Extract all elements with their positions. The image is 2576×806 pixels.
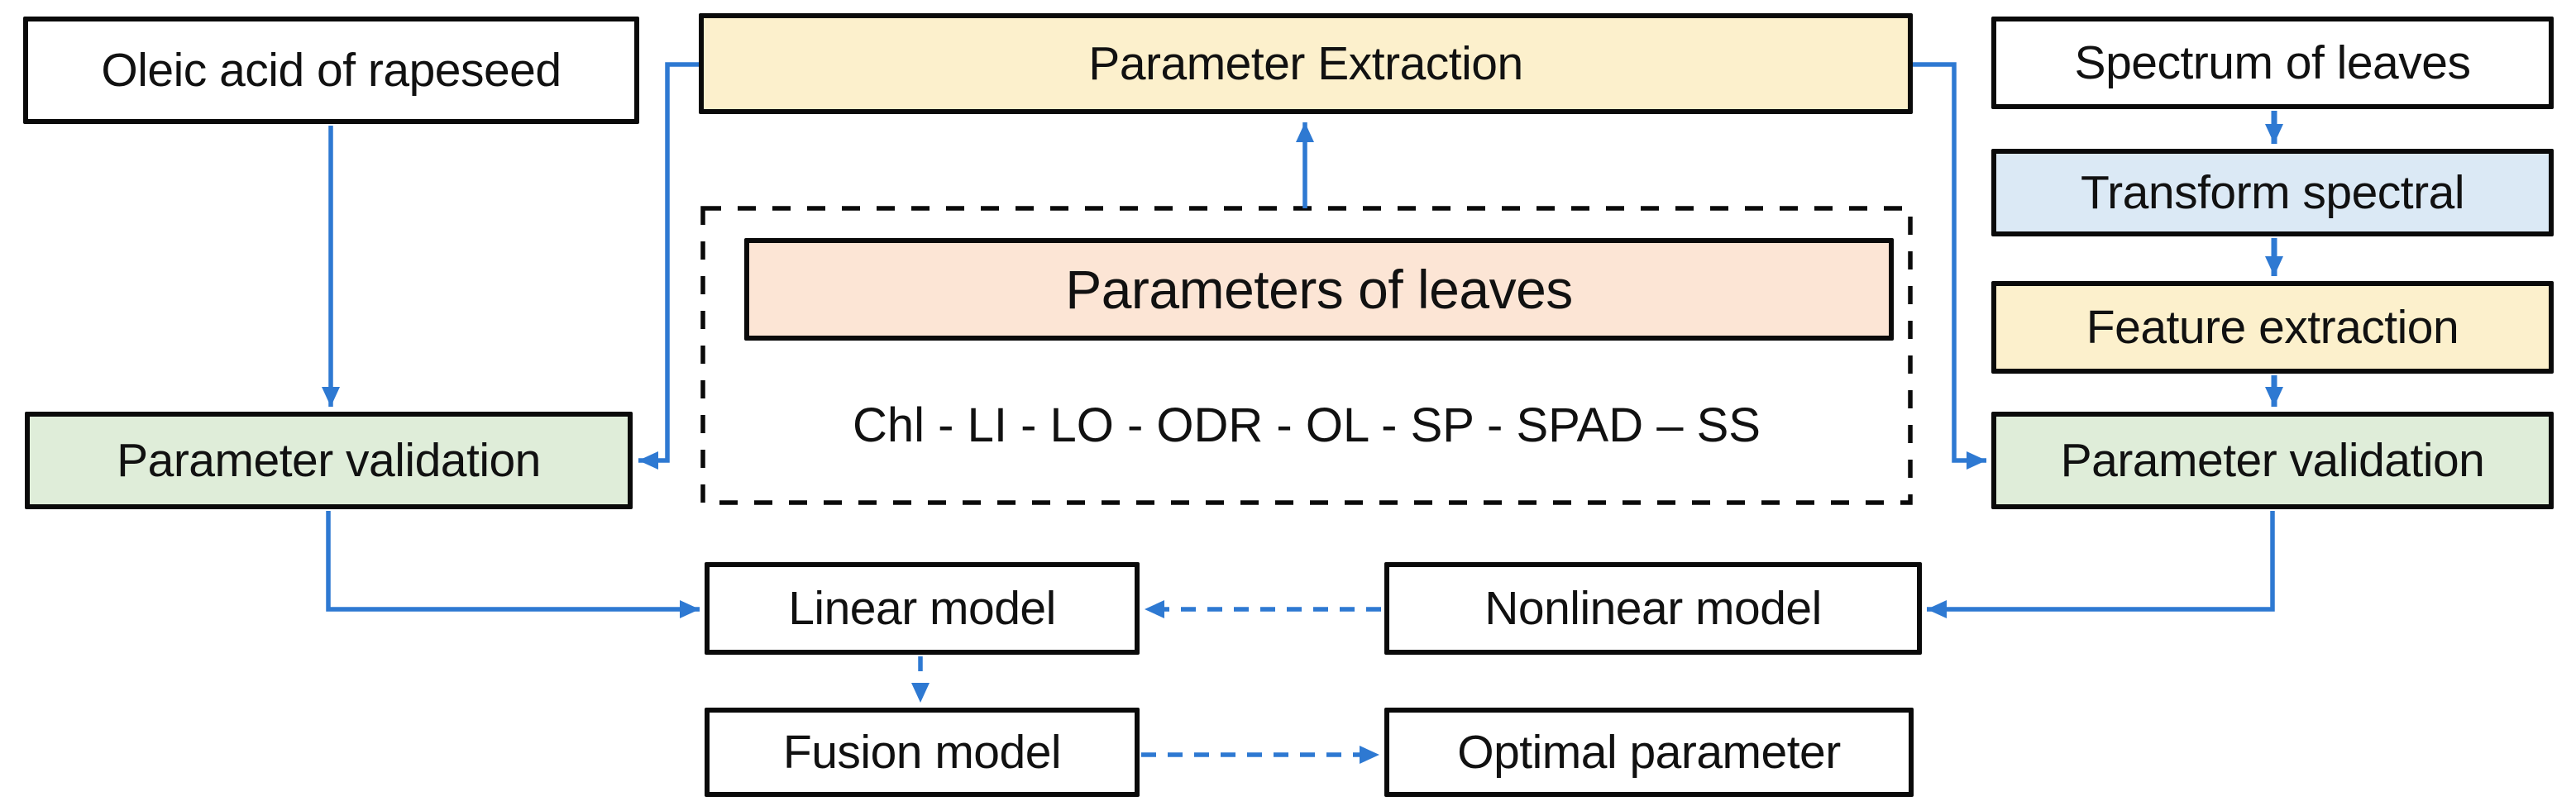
feature-extraction-box: Feature extraction [1991,281,2554,374]
arrow-extraction-to-validation-right [1913,62,1986,470]
parameter-validation-left-box: Parameter validation [25,412,633,509]
arrow-validation-left-to-linear [326,511,700,618]
leaf-parameter-list: Chl - LI - LO - ODR - OL - SP - SPAD – S… [853,398,1761,452]
arrow-validation-right-to-nonlinear [1927,511,2275,618]
nonlinear-model-box: Nonlinear model [1384,562,1922,655]
parameter-extraction-box: Parameter Extraction [699,13,1913,114]
oleic-acid-box: Oleic acid of rapeseed [23,17,639,124]
linear-model-box: Linear model [705,562,1140,655]
spectrum-of-leaves-box: Spectrum of leaves [1991,17,2554,109]
transform-spectral-box: Transform spectral [1991,149,2554,236]
parameters-of-leaves-box: Parameters of leaves [744,238,1894,341]
parameter-validation-right-box: Parameter validation [1991,412,2554,509]
arrow-extraction-to-validation-left [638,62,699,470]
fusion-model-box: Fusion model [705,708,1140,797]
optimal-parameter-box: Optimal parameter [1384,708,1914,797]
